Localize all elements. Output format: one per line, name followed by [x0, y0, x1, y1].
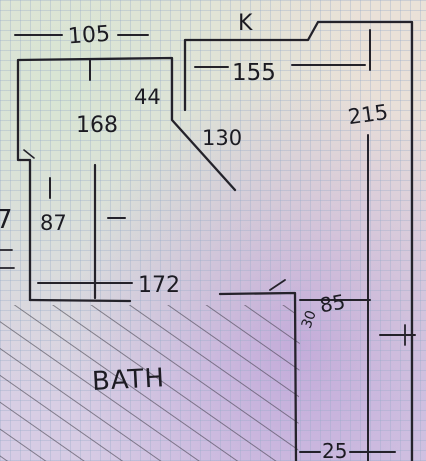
label-215: 215	[346, 100, 389, 129]
label-7: 7	[0, 205, 13, 235]
label-25: 25	[322, 439, 347, 461]
left-room-bottom-wall	[28, 298, 132, 303]
label-85: 85	[318, 289, 347, 317]
label-172: 172	[138, 273, 180, 298]
north-mark: K	[238, 11, 253, 36]
label-155: 155	[232, 60, 276, 86]
label-168: 168	[76, 113, 118, 138]
label-105: 105	[67, 22, 111, 50]
right-room-outline	[183, 20, 414, 461]
label-130: 130	[202, 126, 242, 150]
label-87: 87	[40, 211, 67, 235]
label-30: 30	[299, 308, 320, 330]
left-edge-mark	[0, 249, 15, 269]
label-44: 44	[134, 85, 161, 109]
right-room-horizontal-mark	[299, 299, 416, 336]
bath-top-wall	[218, 291, 298, 461]
left-corner-hook	[23, 149, 35, 159]
dim-line-155	[194, 64, 366, 68]
right-room-inner-vertical	[367, 29, 371, 461]
bath-corner-tick	[269, 279, 286, 291]
bath-hatched-area	[0, 305, 300, 461]
left-room-outline	[16, 56, 237, 302]
bath-label: BATH	[91, 363, 166, 397]
